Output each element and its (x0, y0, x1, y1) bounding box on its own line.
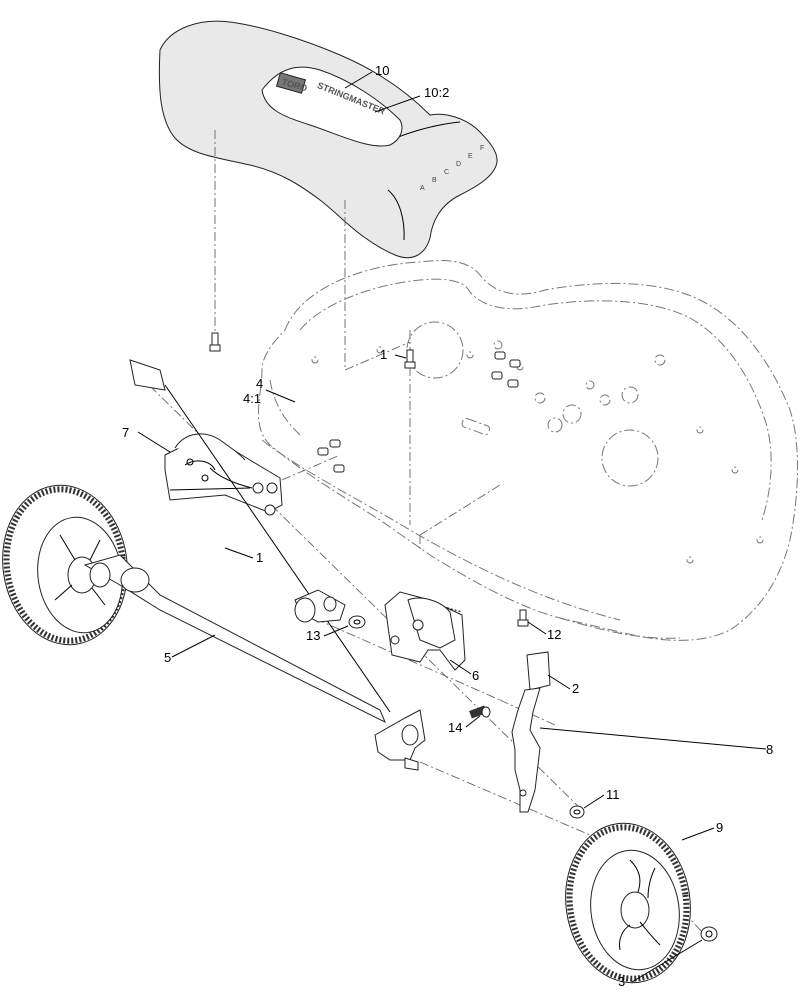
height-letter: C (444, 169, 449, 176)
height-letter: F (480, 145, 484, 152)
callout-11: 11 (606, 787, 620, 802)
height-letter: E (468, 153, 473, 160)
callout-10: 10 (375, 63, 389, 78)
lever-grip (526, 651, 551, 691)
callout-1-right: 1 (380, 347, 387, 362)
callout-12: 12 (547, 627, 561, 642)
height-letter: D (456, 161, 461, 168)
callout-1-left: 1 (256, 550, 263, 565)
callout-5: 5 (164, 650, 171, 665)
mower-deck-outline (258, 260, 798, 641)
screw-12 (517, 609, 529, 627)
callout-3: 3 (618, 974, 625, 989)
callout-4: 4 (256, 376, 263, 391)
rear-axle (83, 359, 391, 724)
callout-labels: 10 10:2 7 1 1 4 4:1 13 12 5 6 2 14 8 11 … (122, 63, 773, 989)
callout-7: 7 (122, 425, 129, 440)
assembly-centerlines (149, 130, 706, 936)
adjuster-arm (294, 589, 346, 623)
height-letter: A (420, 185, 425, 192)
wheel-nut-3 (700, 926, 718, 942)
rear-axle-bracket (374, 709, 426, 771)
height-letter: B (432, 177, 437, 184)
callout-13: 13 (306, 628, 320, 643)
lock-nut-13 (348, 615, 366, 629)
screw-14 (469, 705, 491, 719)
screw-1-right (404, 349, 416, 369)
callout-9: 9 (716, 820, 723, 835)
rear-wheel (565, 822, 691, 984)
height-lever (511, 687, 541, 813)
deck-studs-right (491, 351, 521, 388)
height-adjust-plate (384, 591, 466, 671)
handle-shroud: TORO STRINGMASTER A B C D E F (158, 20, 498, 259)
callout-4-1: 4:1 (243, 391, 261, 406)
callout-14: 14 (448, 720, 462, 735)
lock-nut-11 (569, 805, 585, 819)
callout-8: 8 (766, 742, 773, 757)
screw-1-left (209, 332, 221, 352)
callout-6: 6 (472, 668, 479, 683)
callout-2: 2 (572, 681, 579, 696)
callout-10-2: 10:2 (424, 85, 449, 100)
leader-lines (137, 71, 767, 983)
height-bracket-left (164, 433, 345, 516)
